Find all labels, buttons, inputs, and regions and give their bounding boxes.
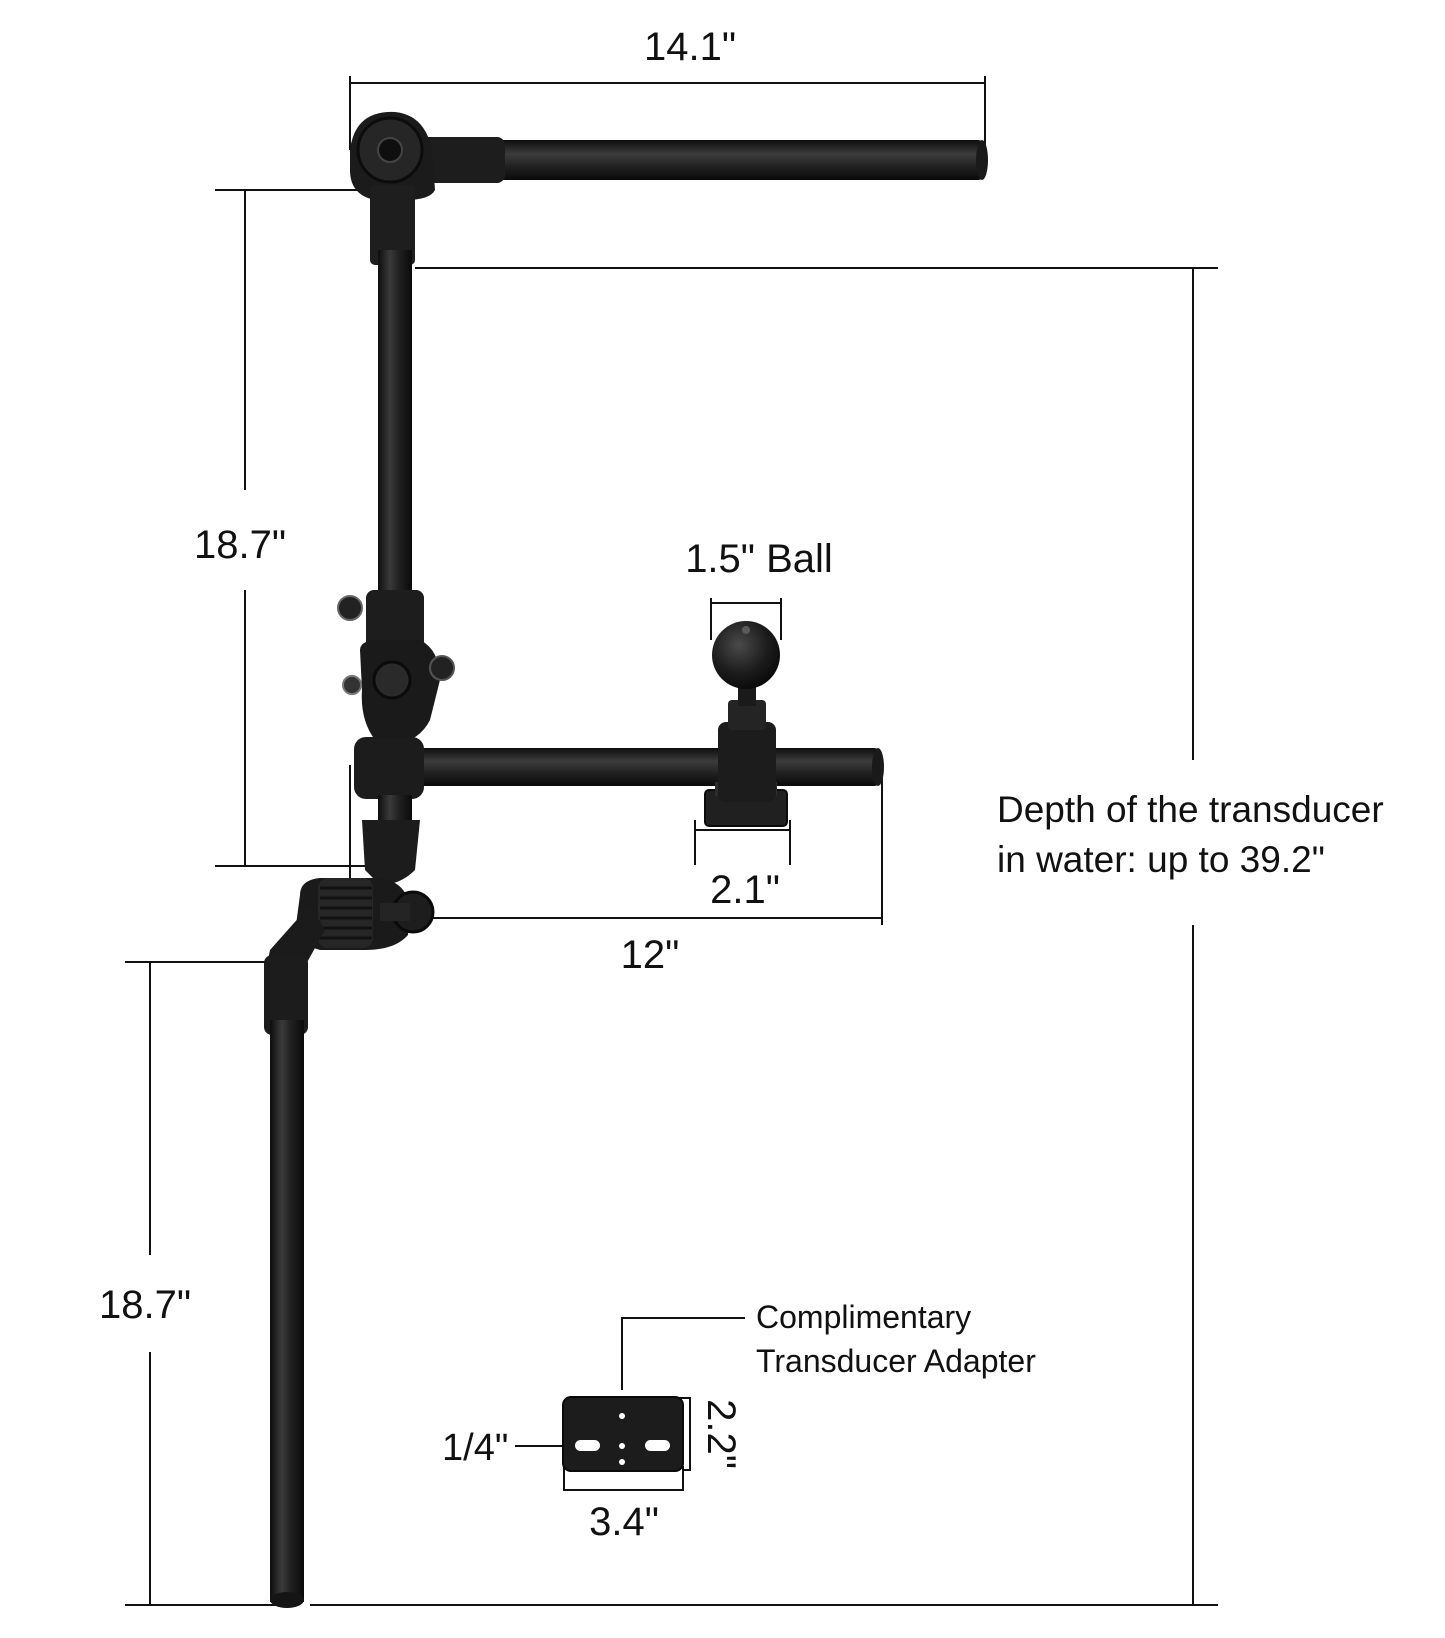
top-arm-end-cap	[976, 140, 988, 180]
top-arm-sleeve	[420, 137, 505, 183]
lower-knuckle-knob-stem	[380, 903, 410, 921]
label-adapter-name-line2: Transducer Adapter	[756, 1343, 1036, 1379]
adapter-hole-bottom	[619, 1459, 625, 1465]
top-arm-pole	[490, 140, 984, 180]
middle-pivot-knob-right	[429, 655, 455, 681]
middle-pivot-knob-left	[342, 675, 362, 695]
label-depth-line1: Depth of the transducer	[997, 789, 1384, 830]
upper-vertical-pole	[378, 250, 412, 600]
adapter-slot-right	[645, 1440, 670, 1451]
lower-knuckle-ratchet	[318, 878, 373, 948]
lower-pole-end-cap	[270, 1592, 304, 1608]
label-top-arm-length: 14.1"	[644, 25, 736, 69]
label-adapter-slot-size: 1/4"	[442, 1427, 508, 1469]
side-arm-sleeve	[354, 737, 424, 799]
label-lower-pole-height: 18.7"	[99, 1283, 191, 1327]
adapter-hole-top	[619, 1413, 625, 1419]
lower-vertical-shaft	[270, 1020, 304, 1602]
side-arm-end-cap	[872, 748, 884, 786]
ball-mount-clamp	[718, 722, 776, 802]
mount-illustration	[264, 111, 988, 1608]
lower-vertical-pole	[264, 955, 308, 1035]
labels: 14.1" 18.7" 1.5" Ball 2.1" 12" Depth of …	[99, 25, 1384, 1544]
dimension-lines	[125, 76, 1218, 1606]
label-depth-line2: in water: up to 39.2"	[997, 839, 1325, 880]
label-ball-size: 1.5" Ball	[685, 537, 833, 581]
lower-neck-collar	[362, 820, 420, 885]
adapter-callout-leader	[621, 1317, 745, 1390]
top-knuckle-neck	[370, 185, 415, 265]
adapter-plate	[562, 1396, 684, 1472]
middle-clamp-collar	[366, 590, 424, 650]
middle-clamp-knob-left	[337, 595, 363, 621]
ball-mount-ball	[712, 621, 780, 689]
adapter-hole-center	[619, 1443, 625, 1449]
label-adapter-width: 3.4"	[589, 1500, 659, 1544]
ball-mount-ball-hole	[742, 626, 750, 634]
ratchet-teeth	[320, 886, 372, 940]
side-arm-pole	[400, 748, 880, 786]
adapter-slot-left	[575, 1440, 600, 1451]
middle-pivot-bolt	[372, 660, 412, 700]
label-adapter-height: 2.2"	[699, 1399, 743, 1469]
label-track-base-width: 2.1"	[710, 868, 780, 912]
label-upper-pole-height: 18.7"	[194, 523, 286, 567]
top-knuckle-bolt	[377, 137, 403, 163]
dim-adapter-width	[563, 1466, 684, 1491]
label-side-arm-length: 12"	[621, 933, 680, 977]
label-adapter-name-line1: Complimentary	[756, 1299, 971, 1335]
ball-mount-collar	[728, 700, 766, 730]
